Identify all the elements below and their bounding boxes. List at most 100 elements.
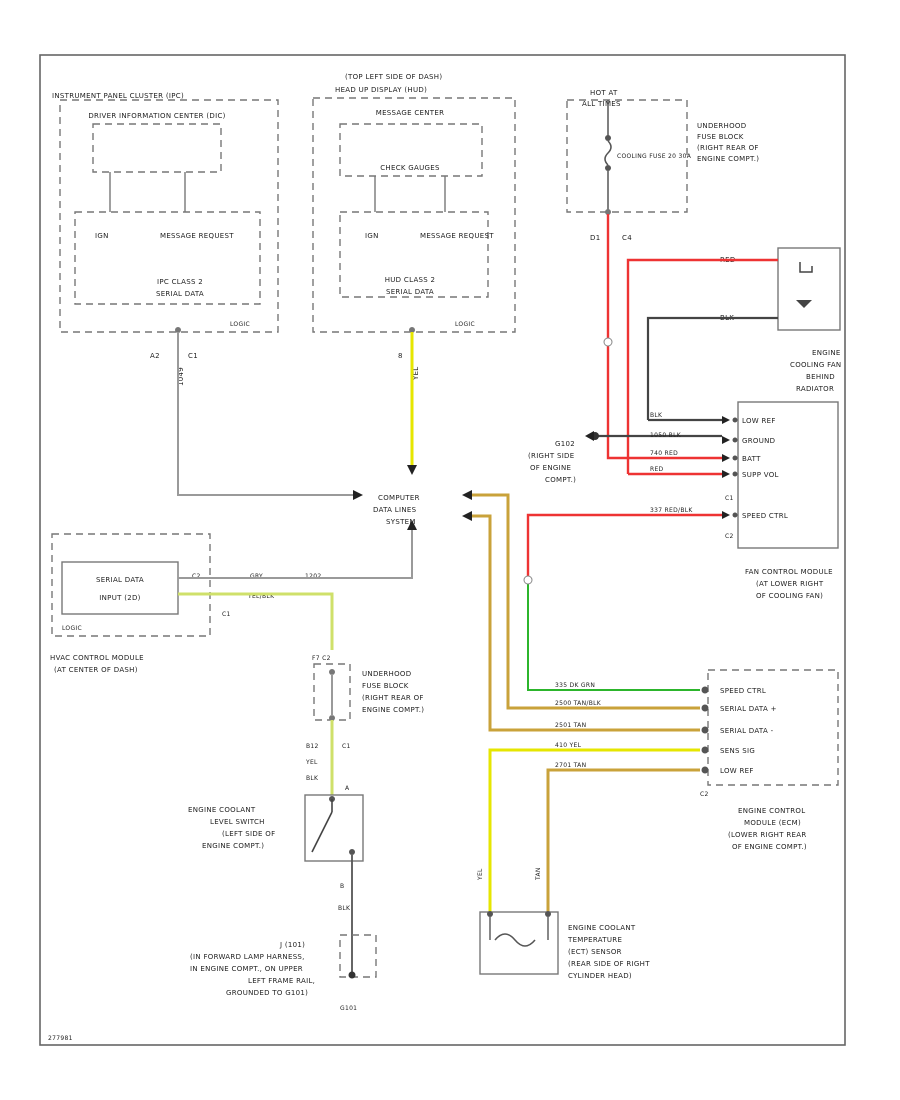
splice-id: F7 C2 [312, 655, 331, 662]
ect-l3: (ECT) SENSOR [568, 948, 622, 956]
fcm-l1: FAN CONTROL MODULE [745, 568, 833, 576]
hvac-wire1-num: 1202 [305, 573, 321, 580]
lvl-l4: ENGINE COMPT.) [202, 842, 264, 850]
ect-l5: CYLINDER HEAD) [568, 972, 632, 980]
fcm-pin-arrow [722, 436, 730, 444]
ecm-pin-terminal [701, 686, 709, 694]
hud-pin: 8 [398, 352, 403, 360]
ipc-logic: LOGIC [230, 321, 250, 328]
fuse-name: COOLING FUSE 20 30A [617, 153, 692, 160]
ecm-wire-label: 335 DK GRN [555, 682, 595, 689]
splice-w2: YEL [305, 759, 318, 766]
ecm-wire-label: 410 YEL [555, 742, 582, 749]
hud-logic: LOGIC [455, 321, 475, 328]
fcm-pin-terminal [732, 471, 738, 477]
ecm-pin-label: LOW REF [720, 767, 754, 775]
fcm-pin-arrow [722, 511, 730, 519]
cdl-l3: SYSTEM [386, 518, 416, 526]
ecm-l1: ENGINE CONTROL [738, 807, 805, 815]
gnd-l1: J (101) [279, 941, 305, 949]
ipc-wire-label: 1049 [177, 367, 185, 386]
hvac-logic: LOGIC [62, 625, 82, 632]
fcm-pin-label: BATT [742, 455, 761, 463]
figure-id: 277981 [48, 1035, 73, 1042]
fcm-pin-terminal [732, 417, 738, 423]
fcm-l3: OF COOLING FAN) [756, 592, 823, 600]
hvac-pin: C2 [192, 573, 201, 580]
g101-label: G101 [340, 1005, 357, 1012]
ipc-msg: MESSAGE REQUEST [160, 232, 234, 240]
lvl-l2: LEVEL SWITCH [210, 818, 265, 826]
hvac-control-module: SERIAL DATA INPUT (2D) LOGIC C2 GRY 1202… [50, 533, 321, 674]
hvac-l1: HVAC CONTROL MODULE [50, 654, 144, 662]
hud-msg: MESSAGE REQUEST [420, 232, 494, 240]
ipc-serial: SERIAL DATA [156, 290, 204, 298]
motor-l4: RADIATOR [796, 385, 834, 393]
ecm-pin-label: SENS SIG [720, 747, 755, 755]
fcm-pin-arrow [722, 470, 730, 478]
fcm-wire-label: BLK [650, 412, 663, 419]
ipc-class: IPC CLASS 2 [157, 278, 203, 286]
ecm-l4: OF ENGINE COMPT.) [732, 843, 807, 851]
ecm-pin-label: SERIAL DATA + [720, 705, 777, 713]
cdl-l2: DATA LINES [373, 506, 417, 514]
hud-module: (TOP LEFT SIDE OF DASH) HEAD UP DISPLAY … [312, 73, 516, 382]
ecm-wire-label: 2501 TAN [555, 722, 586, 729]
ect-sensor: YEL TAN ENGINE COOLANT TEMPERATURE (ECT)… [477, 867, 650, 980]
hud-check-gauges: CHECK GAUGES [380, 164, 440, 172]
splice-w3: BLK [306, 775, 319, 782]
ipc-conn: C1 [188, 352, 198, 360]
ecm-pin-terminal [701, 766, 709, 774]
hvac-wire2: YEL/BLK [247, 593, 275, 600]
hud-location: (TOP LEFT SIDE OF DASH) [345, 73, 442, 81]
fcm-c1: C1 [725, 495, 734, 502]
cdl-l1: COMPUTER [378, 494, 420, 502]
fcm-pin-terminal [732, 512, 738, 518]
ect-wire1: YEL [477, 868, 484, 881]
ipc-title: INSTRUMENT PANEL CLUSTER (IPC) [52, 92, 184, 100]
splice-w1: B12 [306, 743, 319, 750]
gnd-l3: IN ENGINE COMPT., ON UPPER [190, 965, 303, 973]
ecm-wire-label: 2701 TAN [555, 762, 586, 769]
gnd-l2: (IN FORWARD LAMP HARNESS, [190, 953, 305, 961]
splice-l2: FUSE BLOCK [362, 682, 409, 690]
ipc-ign: IGN [95, 232, 109, 240]
ipc-module: INSTRUMENT PANEL CLUSTER (IPC) DRIVER IN… [52, 92, 279, 386]
ecm-pin-terminal [701, 704, 709, 712]
diagram-frame [39, 54, 846, 1046]
splice-conn: C1 [342, 743, 351, 750]
coolant-level-switch: ENGINE COOLANT LEVEL SWITCH (LEFT SIDE O… [188, 785, 364, 912]
g102-label: G102 [555, 440, 575, 448]
fcm-pin-label: SPEED CTRL [742, 512, 788, 520]
lvl-pin-a: A [345, 785, 350, 792]
hvac-l2: (AT CENTER OF DASH) [54, 666, 138, 674]
fcm-l2: (AT LOWER RIGHT [756, 580, 824, 588]
splice-l4: ENGINE COMPT.) [362, 706, 424, 714]
splice-l1: UNDERHOOD [362, 670, 411, 678]
fcm-pin-label: GROUND [742, 437, 775, 445]
fcm-pin-arrow [722, 416, 730, 424]
ipc-pin: A2 [150, 352, 160, 360]
fuse-pin: D1 [590, 234, 600, 242]
splice-l3: (RIGHT REAR OF [362, 694, 424, 702]
fuse-block-l2: FUSE BLOCK [697, 133, 744, 141]
ect-l4: (REAR SIDE OF RIGHT [568, 960, 650, 968]
ecm-pin-terminal [701, 726, 709, 734]
ecm-pin-label: SERIAL DATA - [720, 727, 774, 735]
underhood-fuse-block: HOT AT ALL TIMES COOLING FUSE 20 30A UND… [566, 89, 759, 242]
hud-wire-label: YEL [412, 367, 420, 382]
fcm-wire-label: 740 RED [650, 450, 678, 457]
ecm-l3: (LOWER RIGHT REAR [728, 831, 806, 839]
motor-l2: COOLING FAN [790, 361, 841, 369]
lvl-l1: ENGINE COOLANT [188, 806, 256, 814]
fuse-block-l1: UNDERHOOD [697, 122, 746, 130]
lvl-pin-b: B [340, 883, 344, 890]
ecm-conn: C2 [700, 791, 709, 798]
gnd-l5: GROUNDED TO G101) [226, 989, 308, 997]
ground-g102: G102 (RIGHT SIDE OF ENGINE COMPT.) [528, 440, 576, 484]
